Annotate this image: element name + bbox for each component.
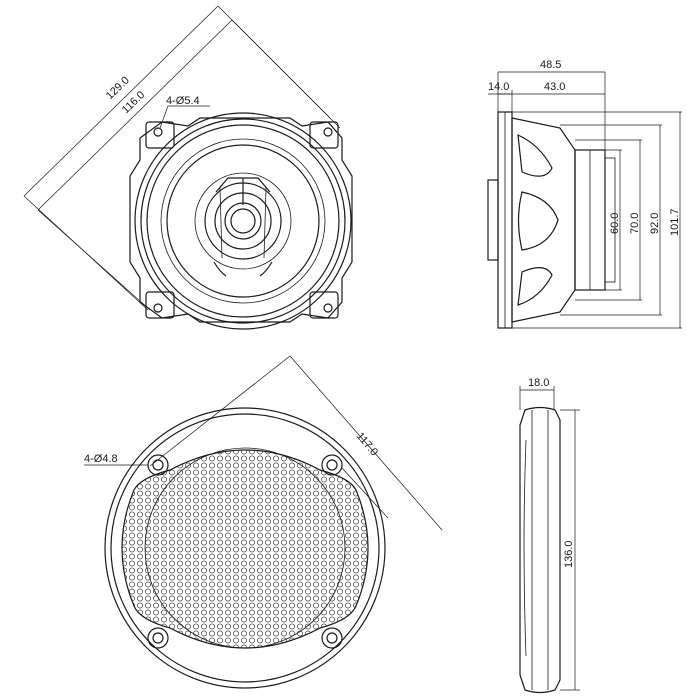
dim-grille-depth: 18.0 [528,377,549,389]
speaker-side-view: 48.5 14.0 43.0 60.0 70.0 92.0 101.7 [487,59,682,329]
mount-hole [153,303,163,313]
dim-speaker-diag-inner: 116.0 [120,89,148,116]
mount-hole [323,127,333,137]
dim-grille-holes: 4-Ø4.8 [84,453,118,465]
grille-front-view: 4-Ø4.8 117.0 [84,355,443,689]
dim-dia-101: 101.7 [669,208,681,236]
dim-depth-body: 43.0 [544,81,565,93]
dim-depth-total: 48.5 [540,59,561,71]
speaker-front-view: 129.0 116.0 4-Ø5.4 [23,5,353,330]
mount-hole [323,303,333,313]
dim-dia-70: 70.0 [629,213,641,234]
mount-hole [153,127,163,137]
grille-side-view: 18.0 136.0 [519,377,580,694]
dim-grille-dia: 136.0 [563,540,575,568]
dim-depth-flange: 14.0 [488,81,509,93]
dim-speaker-holes: 4-Ø5.4 [166,95,200,107]
dim-dia-60: 60.0 [609,213,621,234]
dim-dia-92: 92.0 [649,213,661,234]
dim-speaker-diag-outer: 129.0 [104,74,132,102]
